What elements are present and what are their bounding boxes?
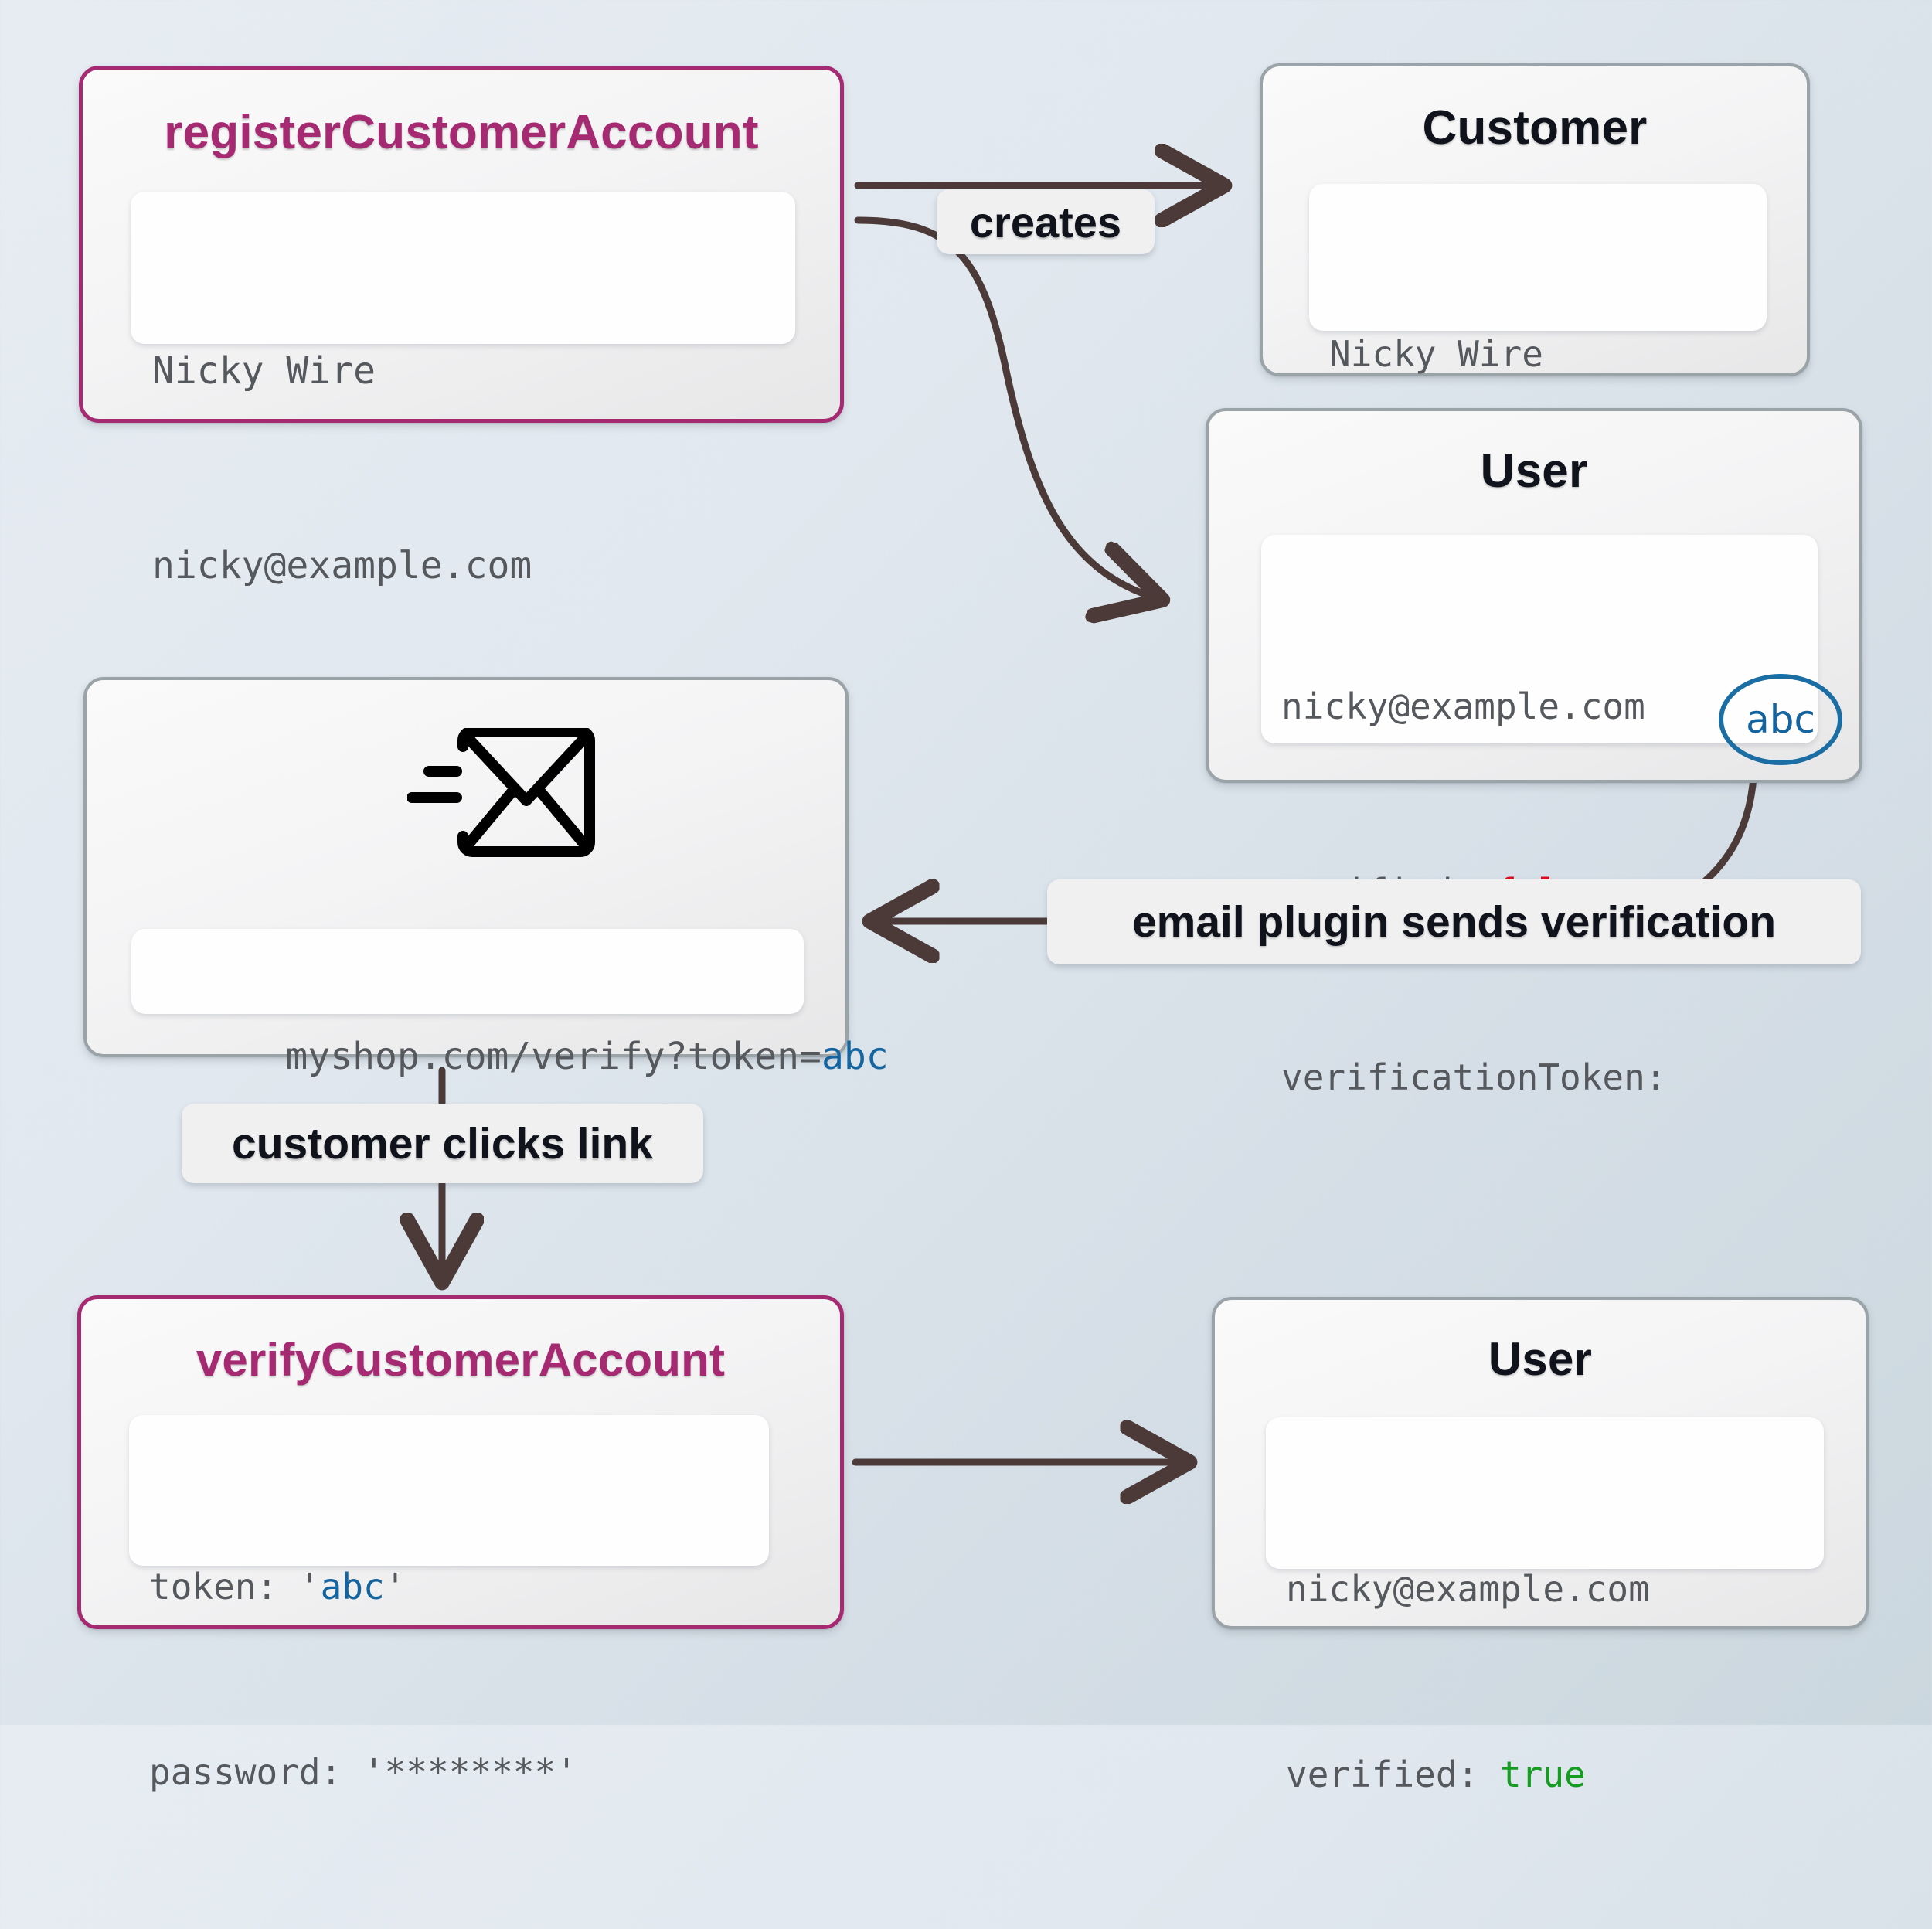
node-user-verified[interactable]: User nicky@example.com verified: true	[1212, 1297, 1869, 1795]
register-email-line: nicky@example.com	[152, 544, 532, 587]
node-customer-title: Customer	[1422, 101, 1648, 155]
user-unverified-token-line: verificationToken:	[1281, 1046, 1798, 1108]
user-unverified-email-line: nicky@example.com	[1281, 686, 1645, 727]
node-user-unverified[interactable]: User nicky@example.com verified: false v…	[1206, 408, 1862, 1098]
send-email-icon	[406, 726, 608, 867]
edge-label-email-plugin: email plugin sends verification	[1047, 879, 1861, 964]
node-user-unverified-title: User	[1480, 444, 1588, 498]
register-name-line: Nicky Wire	[152, 349, 376, 393]
node-verify-customer-account[interactable]: verifyCustomerAccount token: 'abc' passw…	[77, 1295, 844, 1793]
customer-fields-panel: Nicky Wire nicky@example.com	[1309, 184, 1767, 560]
node-user-verified-title: User	[1488, 1333, 1593, 1385]
user-verified-email-line: nicky@example.com	[1286, 1568, 1650, 1610]
user-verified-fields-panel: nicky@example.com verified: true	[1266, 1417, 1824, 1795]
edge-label-email-plugin-text: email plugin sends verification	[1131, 897, 1777, 947]
verify-token-quote-close: '	[384, 1566, 406, 1608]
verified-key-2: verified:	[1286, 1754, 1500, 1795]
diagram-canvas: registerCustomerAccount Nicky Wire nicky…	[77, 63, 1869, 1795]
verification-token-highlight: abc	[1719, 674, 1842, 765]
user-verified-verified-line: verified: true	[1286, 1744, 1804, 1805]
node-verification-email[interactable]: myshop.com/verify?token=abc	[83, 677, 889, 1078]
verify-token-line: token: 'abc'	[149, 1556, 749, 1618]
node-register-customer-account[interactable]: registerCustomerAccount Nicky Wire nicky…	[79, 66, 844, 587]
edge-label-clicks-link: customer clicks link	[182, 1104, 703, 1183]
verify-fields-panel: token: 'abc' password: '********'	[129, 1415, 769, 1793]
edge-label-creates-text: creates	[969, 197, 1122, 247]
verify-token-value: abc	[320, 1566, 385, 1608]
edge-label-creates: creates	[937, 189, 1155, 254]
node-customer[interactable]: Customer Nicky Wire nicky@example.com	[1260, 63, 1810, 560]
email-link-token: abc	[821, 1035, 889, 1078]
customer-name-line: Nicky Wire	[1329, 333, 1543, 375]
node-register-title: registerCustomerAccount	[164, 106, 759, 159]
register-fields-panel: Nicky Wire nicky@example.com	[131, 192, 795, 587]
verification-token-value: abc	[1746, 697, 1815, 742]
token-key: verificationToken:	[1281, 1056, 1667, 1098]
verify-password-line: password: '********'	[149, 1751, 577, 1793]
verify-token-quote-open: '	[298, 1566, 321, 1608]
node-verify-title: verifyCustomerAccount	[196, 1334, 726, 1386]
verified-value-true: true	[1499, 1754, 1586, 1795]
edge-register-to-user	[854, 216, 1159, 599]
email-link-text: myshop.com/verify?token=	[285, 1035, 821, 1078]
verify-token-key: token:	[149, 1566, 299, 1608]
edge-label-clicks-link-text: customer clicks link	[232, 1118, 653, 1169]
email-link-panel[interactable]: myshop.com/verify?token=abc	[131, 929, 889, 1078]
